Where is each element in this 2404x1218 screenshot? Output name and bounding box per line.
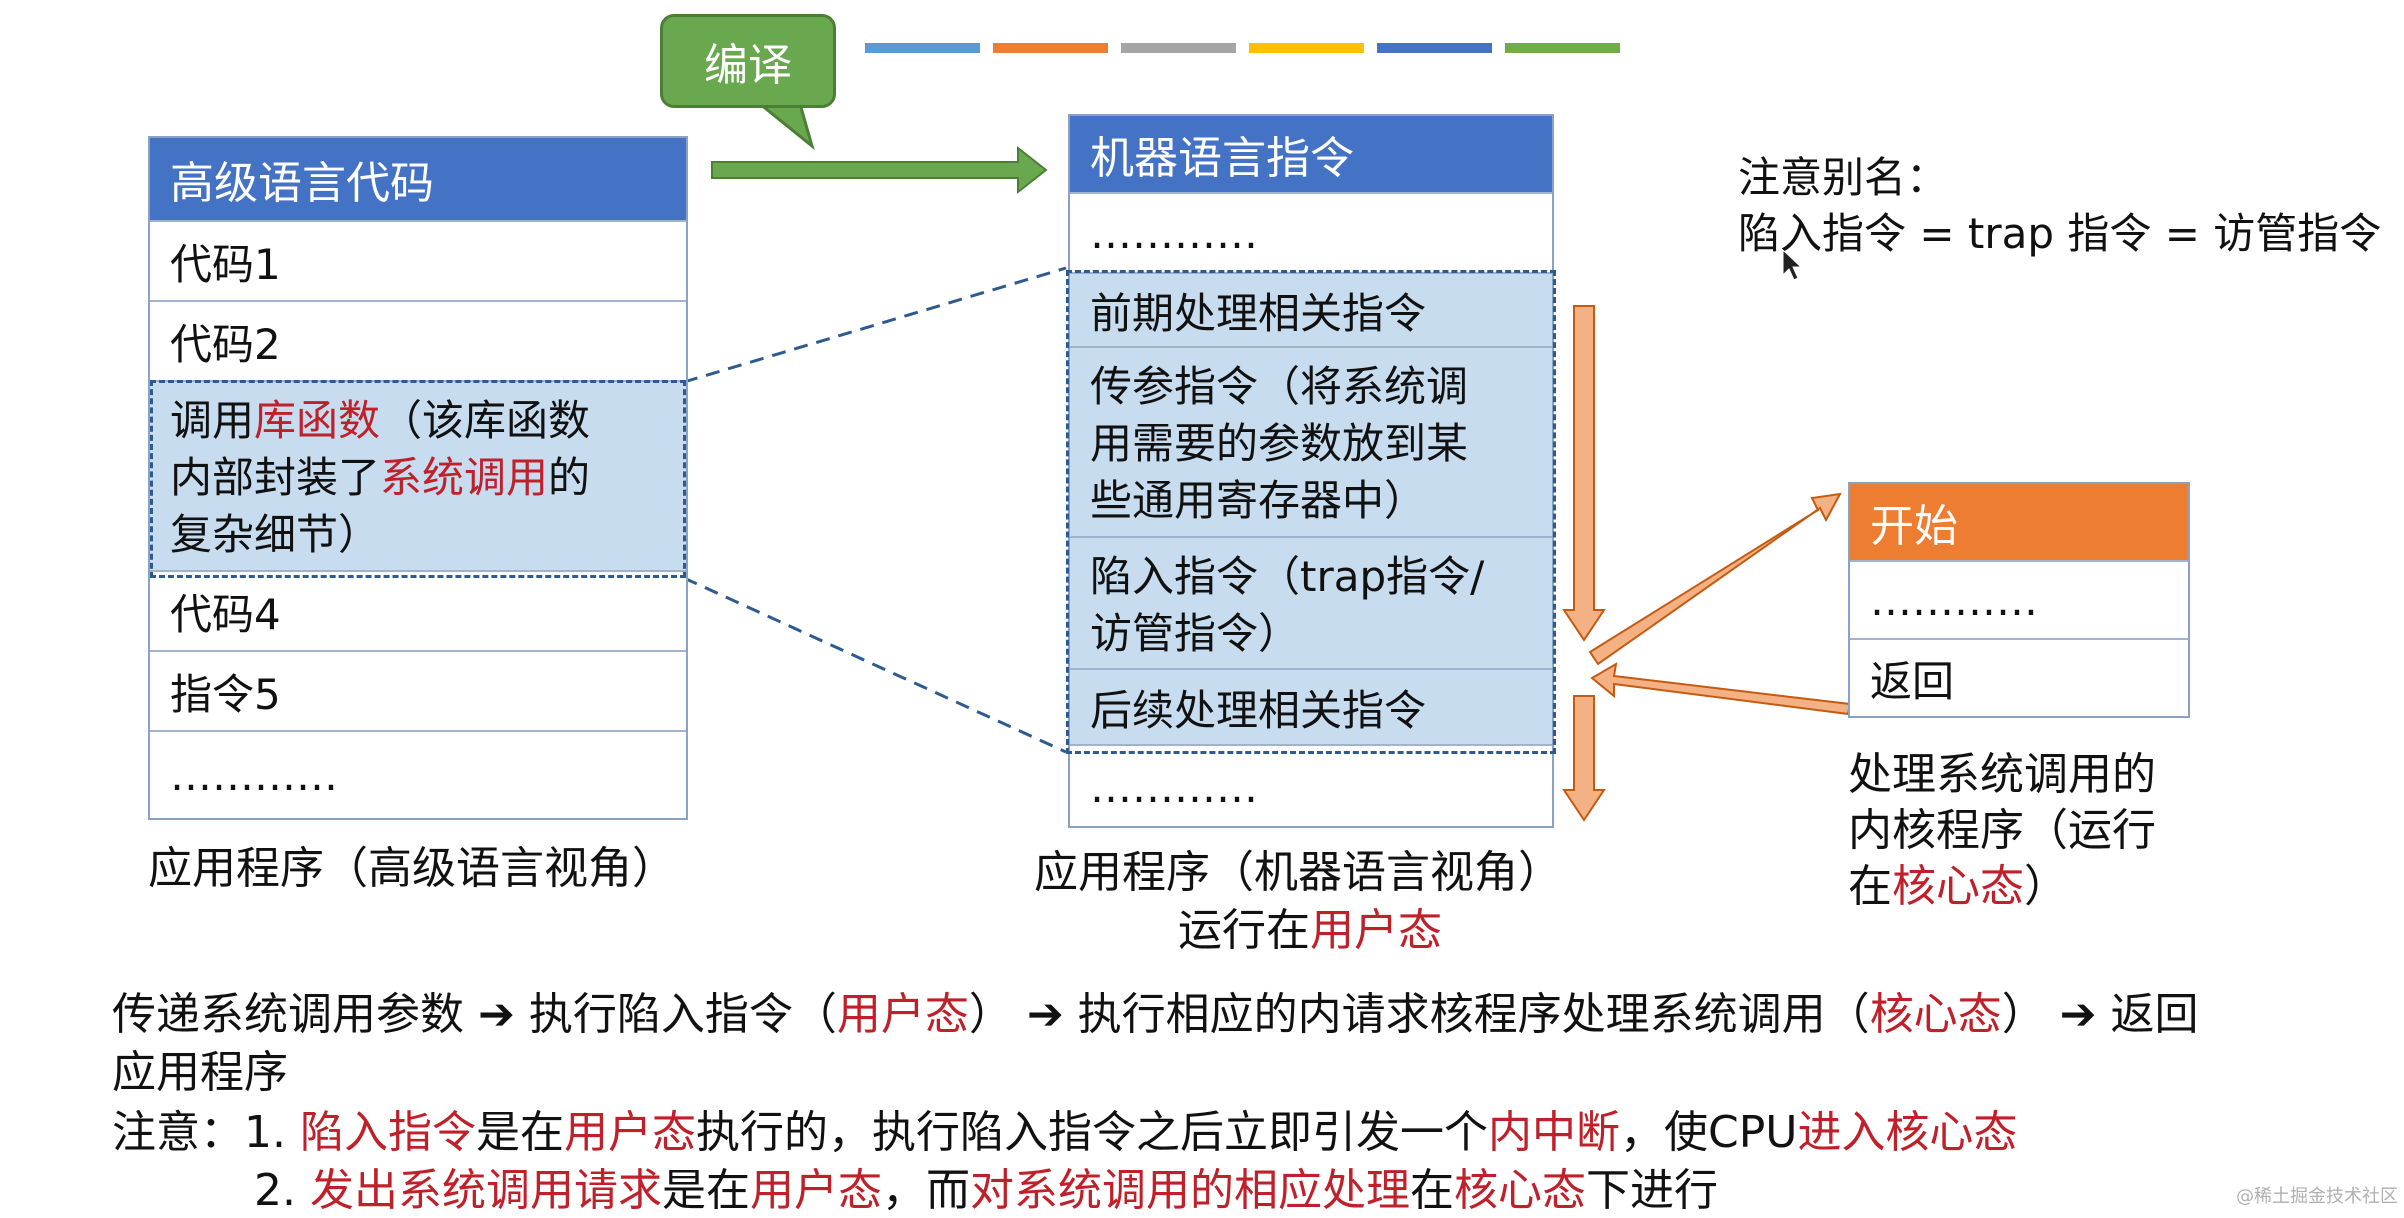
left-table: 高级语言代码 代码1 代码2 调用库函数（该库函数 内部封装了系统调用的 复杂细… <box>148 136 688 820</box>
note-line-2: 2. 发出系统调用请求是在用户态，而对系统调用的相应处理在核心态下进行 <box>254 1165 1718 1216</box>
mid-caption-2: 运行在用户态 <box>1178 905 1442 956</box>
watermark: @稀土掘金技术社区 <box>2236 1186 2398 1207</box>
kernel-desc-1: 处理系统调用的 <box>1848 749 2156 800</box>
color-strip-3 <box>1121 43 1236 53</box>
right-table-header: 开始 <box>1850 484 2188 560</box>
mid-row-dots-bottom: ………… <box>1070 744 1552 828</box>
color-strip-5 <box>1377 43 1492 53</box>
dashed-connector-bottom <box>683 576 1067 754</box>
kernel-desc-2: 内核程序（运行 <box>1848 805 2156 856</box>
color-strip-2 <box>993 43 1108 53</box>
alias-title: 注意别名： <box>1738 153 1949 202</box>
left-row-2: 代码2 <box>150 300 686 380</box>
compile-label: 编译 <box>704 40 792 91</box>
left-caption: 应用程序（高级语言视角） <box>148 843 676 894</box>
left-table-header: 高级语言代码 <box>150 138 686 220</box>
mid-table-header: 机器语言指令 <box>1070 116 1552 192</box>
flow-line-2: 应用程序 <box>112 1047 288 1098</box>
mid-table: 机器语言指令 ………… 前期处理相关指令 传参指令（将系统调 用需要的参数放到某… <box>1068 114 1554 828</box>
note-line-1: 注意：1. 陷入指令是在用户态执行的，执行陷入指令之后立即引发一个内中断，使CP… <box>112 1107 2018 1158</box>
mid-caption-1: 应用程序（机器语言视角） <box>1034 847 1562 898</box>
flow-line-1: 传递系统调用参数 ➔ 执行陷入指令（用户态） ➔ 执行相应的内请求核程序处理系统… <box>112 989 2199 1040</box>
dashed-connector-top <box>683 266 1067 384</box>
alias-text: 陷入指令 = trap 指令 = 访管指令 <box>1738 209 2382 258</box>
mid-row-post: 后续处理相关指令 <box>1070 668 1552 744</box>
right-row-return: 返回 <box>1850 638 2188 716</box>
right-table: 开始 ………… 返回 <box>1848 482 2190 718</box>
compile-callout: 编译 <box>660 14 836 108</box>
trap-to-kernel-arrow <box>1588 492 1842 666</box>
right-row-dots: ………… <box>1850 560 2188 638</box>
flow-down-arrow-2 <box>1562 695 1606 822</box>
mouse-cursor-icon <box>1782 248 1803 281</box>
left-row-1: 代码1 <box>150 220 686 300</box>
mid-row-trap: 陷入指令（trap指令/ 访管指令） <box>1070 536 1552 668</box>
left-row-call: 调用库函数（该库函数 内部封装了系统调用的 复杂细节） <box>150 380 686 570</box>
mid-row-params: 传参指令（将系统调 用需要的参数放到某 些通用寄存器中） <box>1070 346 1552 536</box>
mid-row-dots-top: ………… <box>1070 192 1552 272</box>
return-arrow <box>1590 662 1852 716</box>
color-strip-1 <box>865 43 980 53</box>
color-strip-4 <box>1249 43 1364 53</box>
flow-down-arrow-1 <box>1562 305 1606 642</box>
left-row-5: 指令5 <box>150 650 686 730</box>
call-line-1: 调用库函数（该库函数 <box>170 396 591 445</box>
left-row-4: 代码4 <box>150 570 686 650</box>
compile-arrow <box>711 145 1048 195</box>
call-line-2: 内部封装了系统调用的 <box>170 453 591 502</box>
bubble-tail <box>755 102 815 151</box>
kernel-desc-3: 在核心态） <box>1848 861 2068 912</box>
left-row-dots: ………… <box>150 730 686 818</box>
call-line-3: 复杂细节） <box>170 510 381 559</box>
color-strip-6 <box>1505 43 1620 53</box>
mid-row-pre: 前期处理相关指令 <box>1070 272 1552 346</box>
